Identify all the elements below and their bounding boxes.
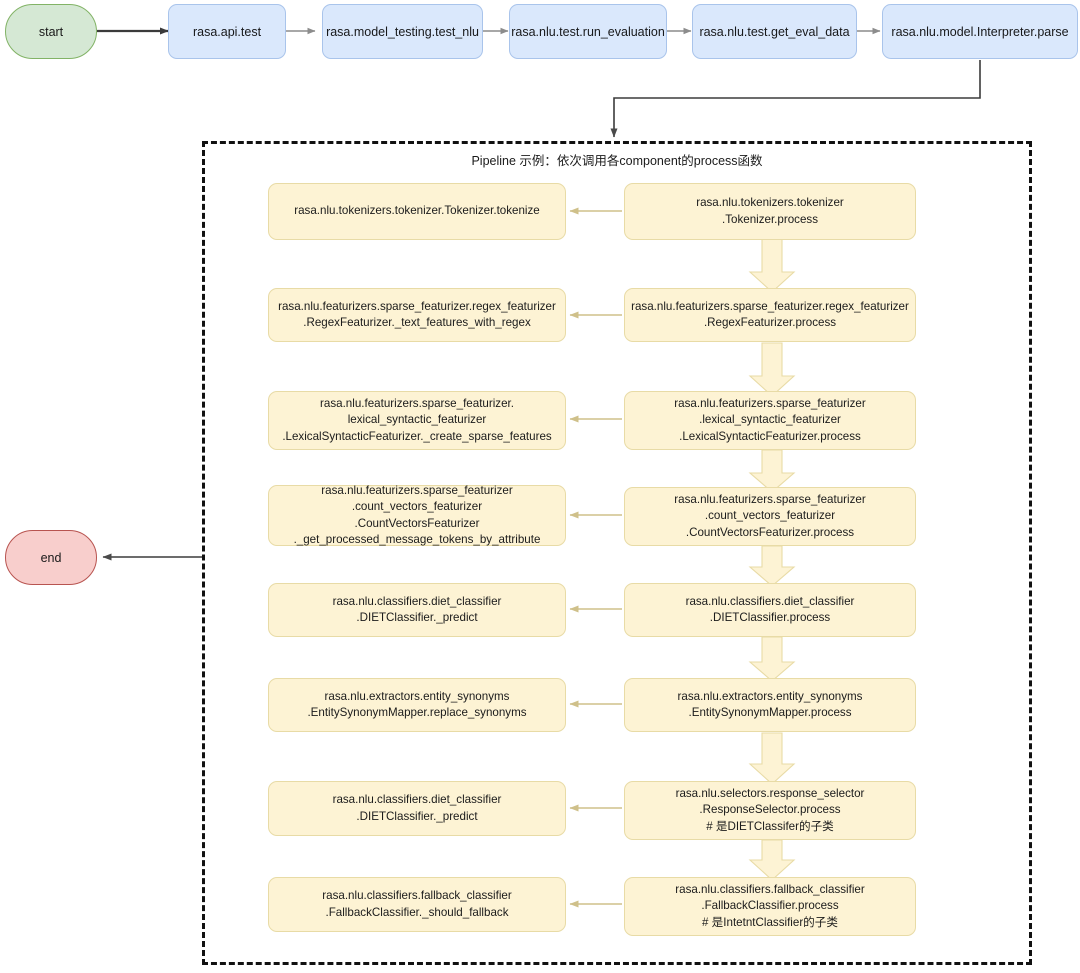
pipeline-title: Pipeline 示例：依次调用各component的process函数 xyxy=(471,154,763,168)
pipeline-process-label: rasa.nlu.selectors.response_selector .Re… xyxy=(675,786,865,833)
pipeline-detail-label: rasa.nlu.featurizers.sparse_featurizer .… xyxy=(293,483,541,547)
pipeline-detail-box-1[interactable]: rasa.nlu.tokenizers.tokenizer.Tokenizer.… xyxy=(268,183,566,240)
pipeline-process-box-5[interactable]: rasa.nlu.classifiers.diet_classifier .DI… xyxy=(624,583,916,637)
pipeline-process-box-2[interactable]: rasa.nlu.featurizers.sparse_featurizer.r… xyxy=(624,288,916,342)
node-label: rasa.model_testing.test_nlu xyxy=(326,24,479,39)
node-end-label: end xyxy=(40,550,62,565)
pipeline-process-box-7[interactable]: rasa.nlu.selectors.response_selector .Re… xyxy=(624,781,916,840)
node-start-label: start xyxy=(38,24,64,39)
node-start[interactable]: start xyxy=(5,4,97,59)
pipeline-detail-box-2[interactable]: rasa.nlu.featurizers.sparse_featurizer.r… xyxy=(268,288,566,342)
node-label: rasa.nlu.model.Interpreter.parse xyxy=(891,24,1069,39)
pipeline-process-box-4[interactable]: rasa.nlu.featurizers.sparse_featurizer .… xyxy=(624,487,916,546)
pipeline-detail-box-3[interactable]: rasa.nlu.featurizers.sparse_featurizer. … xyxy=(268,391,566,450)
pipeline-detail-label: rasa.nlu.extractors.entity_synonyms .Ent… xyxy=(307,689,527,720)
pipeline-detail-label: rasa.nlu.featurizers.sparse_featurizer.r… xyxy=(278,299,556,330)
node-end[interactable]: end xyxy=(5,530,97,585)
pipeline-detail-label: rasa.nlu.classifiers.fallback_classifier… xyxy=(322,889,512,919)
pipeline-detail-label: rasa.nlu.featurizers.sparse_featurizer. … xyxy=(282,396,552,443)
pipeline-detail-box-8[interactable]: rasa.nlu.classifiers.fallback_classifier… xyxy=(268,877,566,932)
pipeline-detail-box-5[interactable]: rasa.nlu.classifiers.diet_classifier .DI… xyxy=(268,583,566,637)
pipeline-detail-box-7[interactable]: rasa.nlu.classifiers.diet_classifier .DI… xyxy=(268,781,566,836)
pipeline-process-label: rasa.nlu.tokenizers.tokenizer .Tokenizer… xyxy=(696,196,844,226)
node-rasa-nlu-test-run-evaluation[interactable]: rasa.nlu.test.run_evaluation xyxy=(509,4,667,59)
node-label: rasa.nlu.test.run_evaluation xyxy=(511,24,665,39)
pipeline-detail-box-6[interactable]: rasa.nlu.extractors.entity_synonyms .Ent… xyxy=(268,678,566,732)
node-rasa-nlu-model-interpreter-parse[interactable]: rasa.nlu.model.Interpreter.parse xyxy=(882,4,1078,59)
pipeline-container xyxy=(202,141,1032,965)
node-rasa-model-testing-test-nlu[interactable]: rasa.model_testing.test_nlu xyxy=(322,4,483,59)
pipeline-process-label: rasa.nlu.featurizers.sparse_featurizer.r… xyxy=(631,299,909,330)
pipeline-detail-label: rasa.nlu.classifiers.diet_classifier .DI… xyxy=(332,594,502,625)
node-label: rasa.api.test xyxy=(192,24,262,39)
node-rasa-nlu-test-get-eval-data[interactable]: rasa.nlu.test.get_eval_data xyxy=(692,4,857,59)
pipeline-process-label: rasa.nlu.featurizers.sparse_featurizer .… xyxy=(674,396,866,443)
pipeline-detail-label: rasa.nlu.classifiers.diet_classifier .DI… xyxy=(332,793,502,823)
pipeline-process-label: rasa.nlu.featurizers.sparse_featurizer .… xyxy=(674,492,866,539)
node-rasa-api-test[interactable]: rasa.api.test xyxy=(168,4,286,59)
pipeline-detail-label: rasa.nlu.tokenizers.tokenizer.Tokenizer.… xyxy=(294,204,540,218)
wire-parse-to-pipeline xyxy=(610,60,981,138)
pipeline-process-label: rasa.nlu.classifiers.diet_classifier .DI… xyxy=(685,594,855,625)
pipeline-process-box-3[interactable]: rasa.nlu.featurizers.sparse_featurizer .… xyxy=(624,391,916,450)
pipeline-process-box-8[interactable]: rasa.nlu.classifiers.fallback_classifier… xyxy=(624,877,916,936)
pipeline-process-label: rasa.nlu.extractors.entity_synonyms .Ent… xyxy=(677,689,863,720)
pipeline-process-box-6[interactable]: rasa.nlu.extractors.entity_synonyms .Ent… xyxy=(624,678,916,732)
pipeline-detail-box-4[interactable]: rasa.nlu.featurizers.sparse_featurizer .… xyxy=(268,483,566,547)
node-label: rasa.nlu.test.get_eval_data xyxy=(699,24,850,39)
pipeline-process-label: rasa.nlu.classifiers.fallback_classifier… xyxy=(675,882,865,929)
pipeline-process-box-1[interactable]: rasa.nlu.tokenizers.tokenizer .Tokenizer… xyxy=(624,183,916,240)
